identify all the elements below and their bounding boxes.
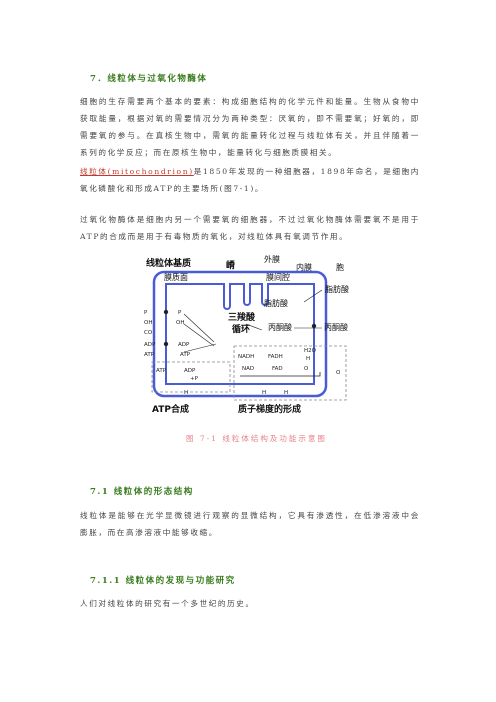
paragraph-2-rest: 是1850年发现的一种细胞器，1898年命名，是细胞内氧化磷酸化和形成ATP的主…: [80, 167, 420, 193]
atp-synthase-region: [151, 361, 231, 393]
label-outer-membrane: 外膜: [264, 254, 280, 264]
label-fatty-acid-out: 脂肪酸: [325, 284, 349, 294]
outer-membrane-shape: [152, 270, 328, 398]
mitochondrion-diagram: 线粒体基质 膜质面 嵴 外膜 内膜 胞 膜间腔 脂肪酸 脂肪酸 三羧酸 循环 丙…: [144, 254, 349, 415]
label-inner-surface: 膜质面: [164, 272, 188, 282]
label-pyruvate-out: 丙酮酸: [324, 322, 348, 332]
label-fadh2: FADH: [268, 354, 283, 360]
label-atp-in: ATP: [180, 352, 191, 358]
section-7-1-title: 7.1 线粒体的形态结构: [90, 487, 194, 497]
label-cytosol: 胞: [336, 262, 344, 272]
transport-arrows: [183, 313, 217, 353]
label-h-2: H: [262, 390, 266, 396]
label-adp-out: ADP: [144, 342, 156, 348]
label-matrix: 线粒体基质: [146, 257, 191, 269]
label-h-4: H: [184, 390, 188, 396]
section-7-1-1-paragraph: 人们对线粒体的研究有一个多世纪的历史。: [80, 599, 255, 608]
label-tca: 三羧酸: [228, 311, 256, 323]
label-adp-pi: ADP: [184, 368, 196, 374]
label-co2: CO: [144, 330, 153, 336]
label-oh-in: OH: [176, 320, 184, 326]
section-7-title: 7．线粒体与过氧化物酶体: [90, 74, 208, 84]
section-7-paragraph-3: 过氧化物酶体是细胞内另一个需要氧的细胞器，不过过氧化物酶体需要氧不是用于ATP的…: [80, 215, 420, 241]
figure-caption: 图 7-1 线粒体结构及功能示意图: [186, 434, 327, 443]
mitochondrion-term-link[interactable]: 线粒体(mitochondrion): [80, 167, 194, 176]
label-fad: FAD: [272, 366, 283, 372]
label-adp-in: ADP: [178, 342, 190, 348]
label-h-3: H: [284, 390, 288, 396]
label-fatty-acid-in: 脂肪酸: [264, 298, 288, 308]
label-cycle: 循环: [232, 323, 250, 335]
section-7-paragraph-2: 线粒体(mitochondrion)是1850年发现的一种细胞器，1898年命名…: [80, 163, 420, 197]
transporter-pi: [163, 309, 169, 315]
label-intermembrane: 膜间腔: [266, 272, 290, 282]
label-atp-synth: ATP: [156, 368, 167, 374]
substrate-arrows: [245, 289, 323, 331]
label-h2o: H2O: [304, 348, 317, 354]
inner-membrane-shape: [165, 283, 315, 385]
electron-chain-line: [240, 372, 321, 377]
section-7-1-1-title: 7.1.1 线粒体的发现与功能研究: [90, 576, 236, 586]
electron-transport-region: [233, 345, 347, 401]
label-nad: NAD: [242, 366, 254, 372]
label-atp-synthesis: ATP合成: [152, 403, 189, 415]
label-plus-pi: +P: [190, 376, 199, 382]
label-pi-in: P: [178, 310, 182, 316]
transporter-adp: [163, 341, 169, 347]
label-o2-out: O: [336, 370, 341, 376]
label-proton-gradient: 质子梯度的形成: [238, 403, 301, 415]
label-h-1: H: [306, 356, 310, 362]
section-7-paragraph-1: 细胞的生存需要两个基本的要素：构成细胞结构的化学元件和能量。生物从食物中获取能量…: [80, 97, 420, 157]
label-o2-in: O: [304, 366, 309, 372]
label-crista: 嵴: [226, 259, 236, 271]
section-7-1-paragraph: 线粒体是能够在光学显微镜进行观察的显微结构，它具有渗透性，在低渗溶液中会膨胀，而…: [80, 511, 420, 537]
label-inner-membrane: 内膜: [296, 262, 312, 272]
label-pyruvate-in: 丙酮酸: [268, 322, 292, 332]
label-atp-out: ATP: [144, 352, 155, 358]
label-pi-out: P: [144, 310, 148, 316]
label-nadh: NADH: [238, 354, 254, 360]
label-oh-out: OH: [144, 320, 152, 326]
transporter-pyruvate: [311, 323, 317, 329]
